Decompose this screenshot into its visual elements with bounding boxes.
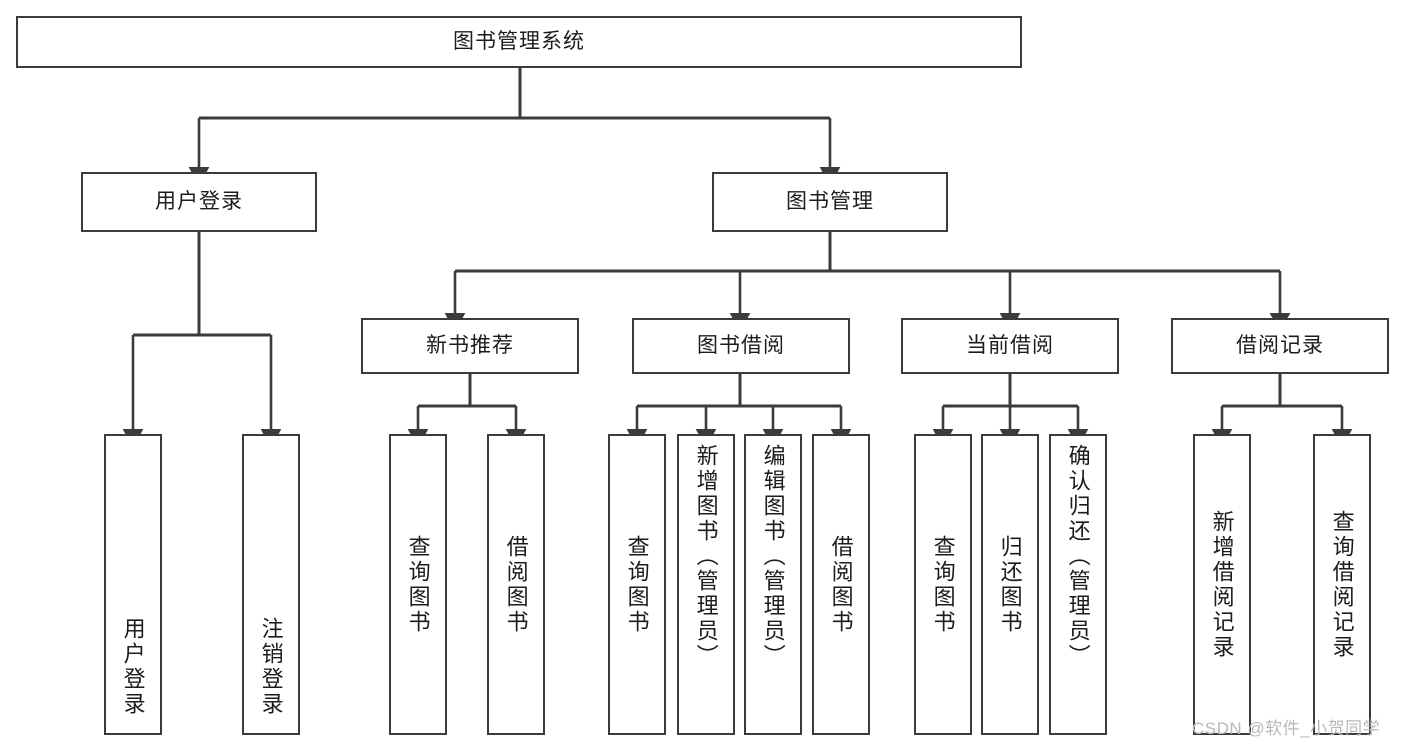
node-leaf-return-book[interactable]: 归还图书: [981, 434, 1039, 735]
node-leaf-query-borrow-record-label: 查询借阅记录: [1329, 509, 1355, 660]
node-leaf-borrow-book-2[interactable]: 借阅图书: [812, 434, 870, 735]
node-root-label: 图书管理系统: [453, 30, 585, 54]
node-leaf-borrow-book-1[interactable]: 借阅图书: [487, 434, 545, 735]
node-leaf-confirm-return-admin-label: 确认归还（管理员）: [1065, 444, 1091, 669]
node-leaf-add-book-admin-label: 新增图书（管理员）: [693, 444, 719, 669]
node-leaf-borrow-book-1-label: 借阅图书: [503, 534, 529, 635]
node-leaf-query-book-2-label: 查询图书: [624, 534, 650, 635]
node-leaf-query-borrow-record[interactable]: 查询借阅记录: [1313, 434, 1371, 735]
node-current-borrow-label: 当前借阅: [966, 334, 1054, 358]
node-new-book-recommend-label: 新书推荐: [426, 334, 514, 358]
watermark: CSDN @软件_小贺同学: [1192, 719, 1381, 738]
node-leaf-logout-login[interactable]: 注销登录: [242, 434, 300, 735]
node-leaf-logout-login-label: 注销登录: [258, 617, 284, 717]
node-leaf-query-book-2[interactable]: 查询图书: [608, 434, 666, 735]
node-book-manage-label: 图书管理: [786, 190, 874, 214]
node-leaf-query-book-1-label: 查询图书: [405, 534, 431, 635]
node-leaf-query-book-1[interactable]: 查询图书: [389, 434, 447, 735]
node-leaf-add-borrow-record[interactable]: 新增借阅记录: [1193, 434, 1251, 735]
node-leaf-confirm-return-admin[interactable]: 确认归还（管理员）: [1049, 434, 1107, 735]
node-current-borrow[interactable]: 当前借阅: [901, 318, 1119, 374]
node-leaf-edit-book-admin-label: 编辑图书（管理员）: [760, 444, 786, 669]
node-leaf-return-book-label: 归还图书: [997, 534, 1023, 635]
node-root[interactable]: 图书管理系统: [16, 16, 1022, 68]
edge-paths: [122, 68, 1353, 449]
node-leaf-add-book-admin[interactable]: 新增图书（管理员）: [677, 434, 735, 735]
node-leaf-query-book-3[interactable]: 查询图书: [914, 434, 972, 735]
node-leaf-user-login-label: 用户登录: [120, 617, 146, 717]
node-leaf-add-borrow-record-label: 新增借阅记录: [1209, 509, 1235, 660]
node-book-borrow-label: 图书借阅: [697, 334, 785, 358]
node-borrow-record-label: 借阅记录: [1236, 334, 1324, 358]
node-leaf-borrow-book-2-label: 借阅图书: [828, 534, 854, 635]
node-borrow-record[interactable]: 借阅记录: [1171, 318, 1389, 374]
node-user-login-label: 用户登录: [155, 190, 243, 214]
node-new-book-recommend[interactable]: 新书推荐: [361, 318, 579, 374]
node-leaf-user-login[interactable]: 用户登录: [104, 434, 162, 735]
node-user-login[interactable]: 用户登录: [81, 172, 317, 232]
node-book-borrow[interactable]: 图书借阅: [632, 318, 850, 374]
node-leaf-query-book-3-label: 查询图书: [930, 534, 956, 635]
node-leaf-edit-book-admin[interactable]: 编辑图书（管理员）: [744, 434, 802, 735]
node-book-manage[interactable]: 图书管理: [712, 172, 948, 232]
